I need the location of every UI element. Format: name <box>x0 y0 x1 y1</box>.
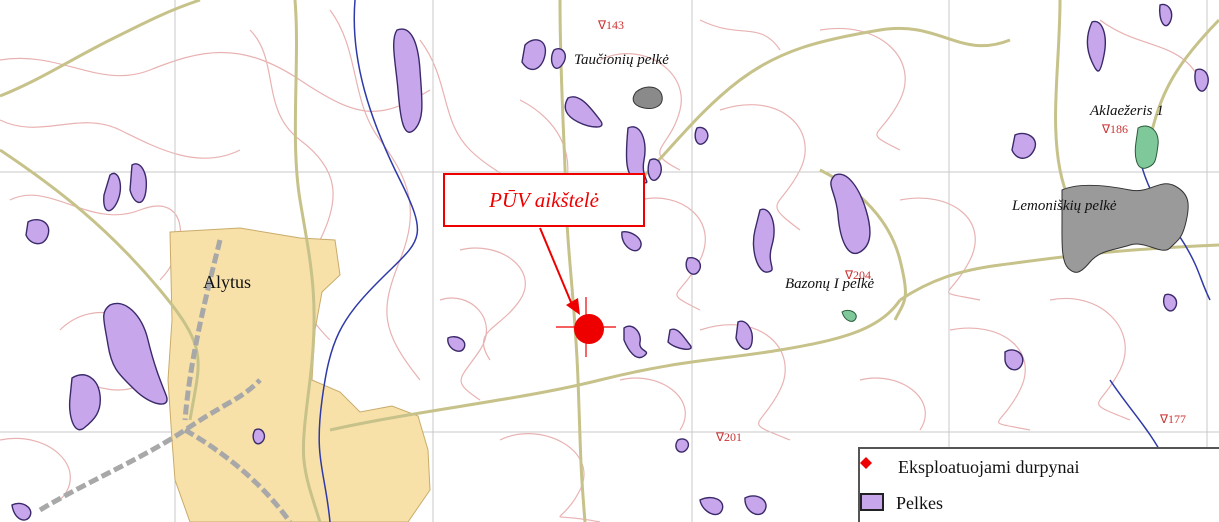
peat-green-bazoniu <box>841 309 857 322</box>
city-label: Alytus <box>203 272 252 292</box>
legend-label: Eksploatuojami durpynai <box>898 457 1080 477</box>
place-label-tauconiu: Taučionių pelkė <box>574 52 669 68</box>
city-area <box>167 227 431 522</box>
peat-grey-lemoniskiu <box>1061 183 1189 273</box>
elevation-label: ∇201 <box>716 430 743 444</box>
place-label-lemoniskiu: Lemoniškių pelkė <box>1012 198 1117 214</box>
elevation-label: ∇143 <box>598 18 625 32</box>
site-marker[interactable] <box>556 297 616 357</box>
railway <box>38 239 293 522</box>
legend: Eksploatuojami durpynai Pelkes <box>858 447 1219 522</box>
legend-item-peat: Eksploatuojami durpynai <box>860 457 1079 478</box>
elevation-label: ∇204 <box>845 268 872 282</box>
place-label-bazoniu: Bazonų I pelkė <box>785 276 875 292</box>
peat-green-aklacezis <box>1134 125 1159 169</box>
wetlands <box>11 3 1209 521</box>
legend-item-wetlands: Pelkes <box>860 493 943 514</box>
callout-arrow <box>539 227 580 315</box>
callout-label: PŪV aikštelė <box>489 187 599 212</box>
callout-box: PŪV aikštelė <box>443 173 645 227</box>
elevation-label: ∇177 <box>1160 412 1187 426</box>
place-label-aklacezis: Aklaežeris 1 <box>1090 103 1164 119</box>
legend-label: Pelkes <box>896 493 943 513</box>
elevation-label: ∇186 <box>1102 122 1129 136</box>
peat-grey-tauconiu <box>632 86 663 109</box>
